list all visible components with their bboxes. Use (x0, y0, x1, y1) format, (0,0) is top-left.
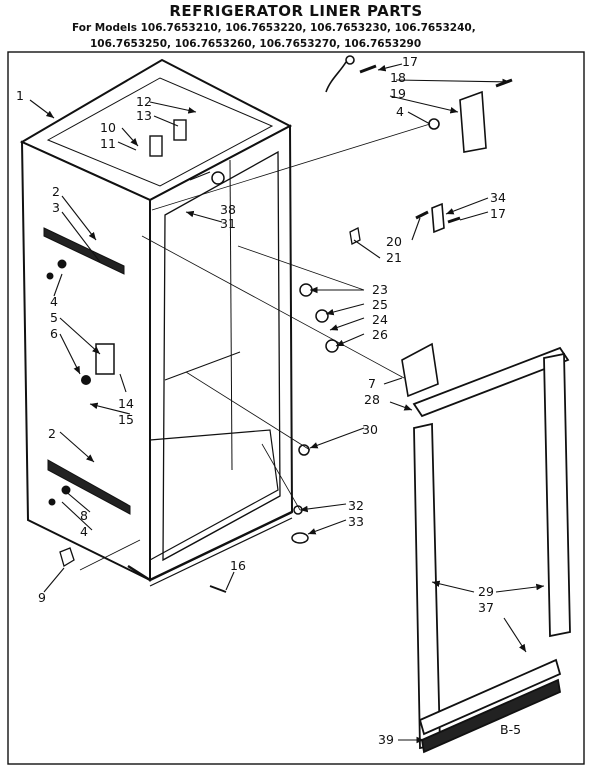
callout-38: 38 (220, 202, 236, 217)
callout-17: 17 (402, 54, 418, 69)
cabinet-liner (19, 58, 294, 587)
leader-lines (29, 63, 545, 744)
models-line-1: For Models 106.7653210, 106.7653220, 106… (72, 22, 476, 34)
lower-side-rail (47, 459, 131, 515)
callout-7: 7 (368, 376, 376, 391)
callout-28: 28 (364, 392, 380, 407)
callout-19: 19 (390, 86, 406, 101)
callout-26: 26 (372, 327, 388, 342)
callout-15: 15 (118, 412, 134, 427)
door-gasket-frame (412, 346, 571, 754)
callout-39: 39 (378, 732, 394, 747)
callout-4-top: 4 (396, 104, 404, 119)
callout-33: 33 (348, 514, 364, 529)
temperature-control-bracket (81, 343, 115, 385)
callout-3: 3 (52, 200, 60, 215)
callout-31: 31 (220, 216, 236, 231)
callout-20: 20 (386, 234, 402, 249)
callout-25: 25 (372, 297, 388, 312)
page-border (7, 51, 585, 765)
callout-5: 5 (50, 310, 58, 325)
callout-18: 18 (390, 70, 406, 85)
callout-8: 8 (80, 508, 88, 523)
callout-6: 6 (50, 326, 58, 341)
callout-14: 14 (118, 396, 134, 411)
callout-labels: 1 2 3 4 5 6 2 8 4 9 10 11 12 13 14 15 16… (16, 54, 521, 747)
callout-29: 29 (478, 584, 494, 599)
callout-2: 2 (52, 184, 60, 199)
callout-30: 30 (362, 422, 378, 437)
light-housing (401, 342, 439, 398)
loose-parts (46, 171, 361, 593)
diagram-title: REFRIGERATOR LINER PARTS (169, 2, 423, 20)
callout-13: 13 (136, 108, 152, 123)
callout-32: 32 (348, 498, 364, 513)
callout-11: 11 (100, 136, 116, 151)
callout-2-lower: 2 (48, 426, 56, 441)
callout-34: 34 (490, 190, 506, 205)
callout-21: 21 (386, 250, 402, 265)
callout-10: 10 (100, 120, 116, 135)
callout-37: 37 (478, 600, 494, 615)
callout-4: 4 (50, 294, 58, 309)
callout-9: 9 (38, 590, 46, 605)
callout-1: 1 (16, 88, 24, 103)
top-right-hardware (325, 55, 513, 234)
page-code: B-5 (500, 722, 521, 737)
models-line-2: 106.7653250, 106.7653260, 106.7653270, 1… (90, 38, 422, 50)
callout-23: 23 (372, 282, 388, 297)
callout-17-lower: 17 (490, 206, 506, 221)
upper-side-rail (43, 227, 125, 275)
callout-4-lower: 4 (80, 524, 88, 539)
callout-16: 16 (230, 558, 246, 573)
callout-24: 24 (372, 312, 388, 327)
callout-12: 12 (136, 94, 152, 109)
